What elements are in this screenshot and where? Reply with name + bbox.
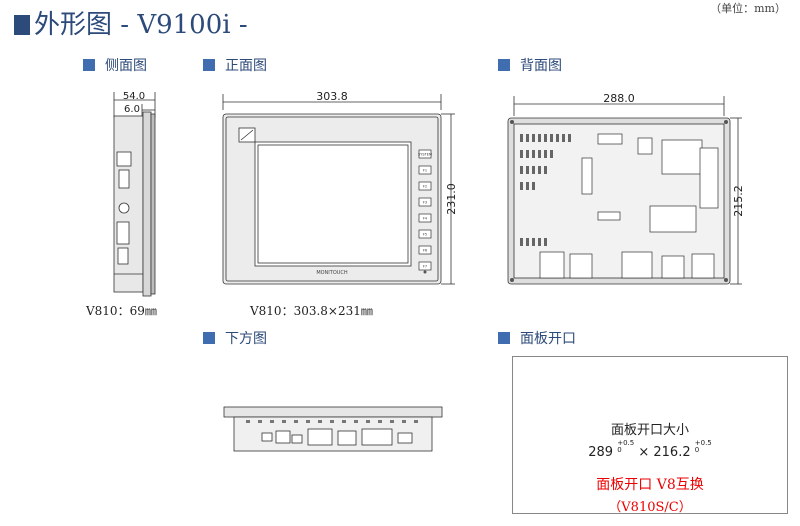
section-bullet-icon (203, 59, 215, 71)
section-back-view: 背面图 (498, 55, 562, 75)
section-panel-cutout: 面板开口 (498, 328, 576, 348)
cutout-width: 289 (588, 445, 614, 460)
title-square-icon (14, 15, 30, 35)
section-bullet-icon (498, 59, 510, 71)
dim-front-height: 231.0 (445, 183, 458, 215)
unit-label: （单位：mm） (710, 2, 786, 15)
section-bullet-icon (83, 59, 95, 71)
key-label: SYSTEM (418, 153, 432, 157)
dim-side-depth: 54.0 (123, 91, 145, 102)
side-caption: V810：69㎜ (86, 304, 157, 318)
side-view-drawing: 54.0 6.0 (113, 91, 156, 297)
cutout-height: 216.2 (653, 445, 691, 460)
key-label: F7 (423, 265, 427, 269)
page-title: 外形图 - V9100i - (14, 4, 248, 41)
key-label: F4 (423, 217, 428, 221)
section-bullet-icon (203, 332, 215, 344)
cutout-compat-note: 面板开口 V8互换 (596, 477, 704, 493)
front-view-drawing: SYSTEM F1 F2 F3 F4 F5 F6 F7 MONITOUCH 30… (222, 90, 458, 285)
section-bullet-icon (498, 332, 510, 344)
back-view-drawing: 288.0 215.2 (507, 92, 745, 285)
dim-side-bezel: 6.0 (124, 104, 140, 115)
section-bottom-view: 下方图 (203, 328, 267, 348)
front-caption: V810：303.8×231㎜ (250, 304, 373, 318)
section-side-view: 侧面图 (83, 55, 147, 75)
key-label: F6 (423, 249, 427, 253)
cutout-size-label: 面板开口大小 (610, 423, 689, 438)
bottom-view-drawing (223, 406, 443, 452)
dim-back-width: 288.0 (603, 92, 635, 105)
key-label: F1 (423, 169, 427, 173)
status-led-icon (423, 270, 427, 274)
key-label: F3 (423, 201, 427, 205)
cutout-compat-model: （V810S/C） (608, 500, 692, 515)
cutout-times-sign: × (638, 445, 650, 460)
dim-front-width: 303.8 (316, 90, 348, 103)
front-brand-label: MONITOUCH (316, 270, 348, 276)
dim-back-height: 215.2 (732, 185, 745, 217)
key-label: F2 (423, 185, 427, 189)
key-label: F5 (423, 233, 427, 237)
section-front-view: 正面图 (203, 55, 267, 75)
function-key-column (418, 149, 432, 271)
